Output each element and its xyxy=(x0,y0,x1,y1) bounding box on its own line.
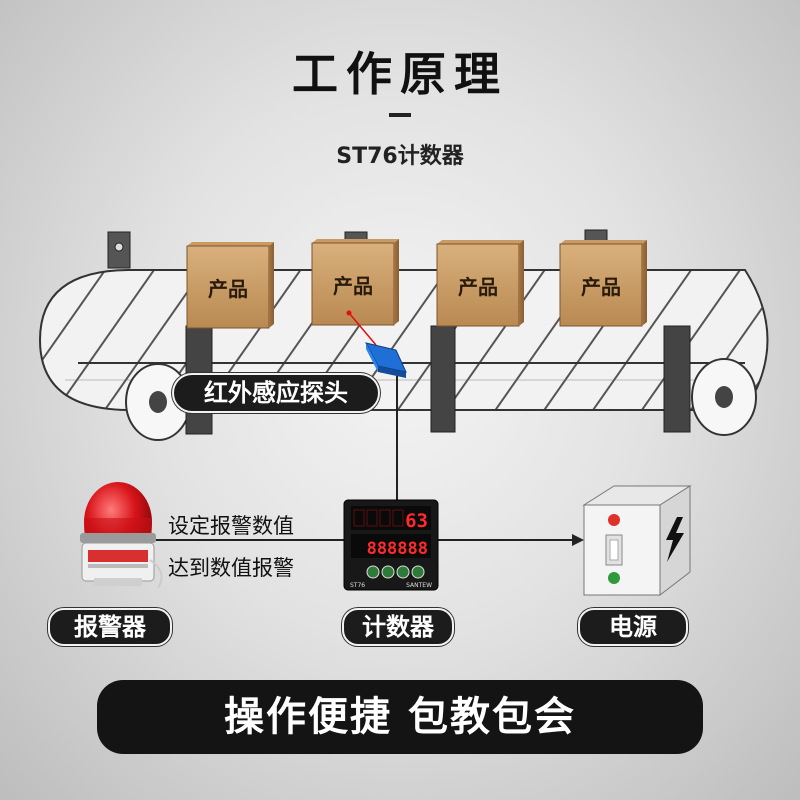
product-box-3 xyxy=(436,240,524,327)
arrow-head-icon xyxy=(572,534,584,546)
infrared-sensor xyxy=(365,342,407,378)
alarm-trigger-text: 达到数值报警 xyxy=(168,556,294,580)
alarm-setting-text: 设定报警数值 xyxy=(168,514,294,538)
product-label: 产品 xyxy=(208,277,248,301)
product-box-4 xyxy=(559,240,647,327)
counter-display-bottom: 888888 xyxy=(367,539,428,559)
support-leg xyxy=(663,325,691,433)
alarm-beacon-icon xyxy=(80,482,163,589)
product-label: 产品 xyxy=(581,275,621,299)
alarm-label: 报警器 xyxy=(48,608,172,646)
probe-label: 红外感应探头 xyxy=(172,373,380,413)
power-label: 电源 xyxy=(578,608,688,646)
right-roller xyxy=(691,358,757,436)
counter-brand: SANTEW xyxy=(406,582,432,589)
bottom-banner: 操作便捷 包教包会 xyxy=(97,680,703,754)
product-box-2 xyxy=(311,239,399,326)
counter-model: ST76 xyxy=(350,582,365,589)
page-subtitle: ST76计数器 xyxy=(336,144,464,169)
product-label: 产品 xyxy=(458,275,498,299)
power-box xyxy=(582,485,692,597)
lightning-icon xyxy=(666,517,684,562)
product-label: 产品 xyxy=(333,274,373,298)
support-leg xyxy=(430,325,456,433)
infrared-beam xyxy=(348,312,377,346)
title-divider xyxy=(389,113,411,117)
page-title: 工作原理 xyxy=(292,47,508,101)
counter-display-top: 63 xyxy=(405,510,428,532)
product-box-1 xyxy=(186,242,274,329)
counter-label: 计数器 xyxy=(342,608,454,646)
counter-device xyxy=(343,499,439,591)
